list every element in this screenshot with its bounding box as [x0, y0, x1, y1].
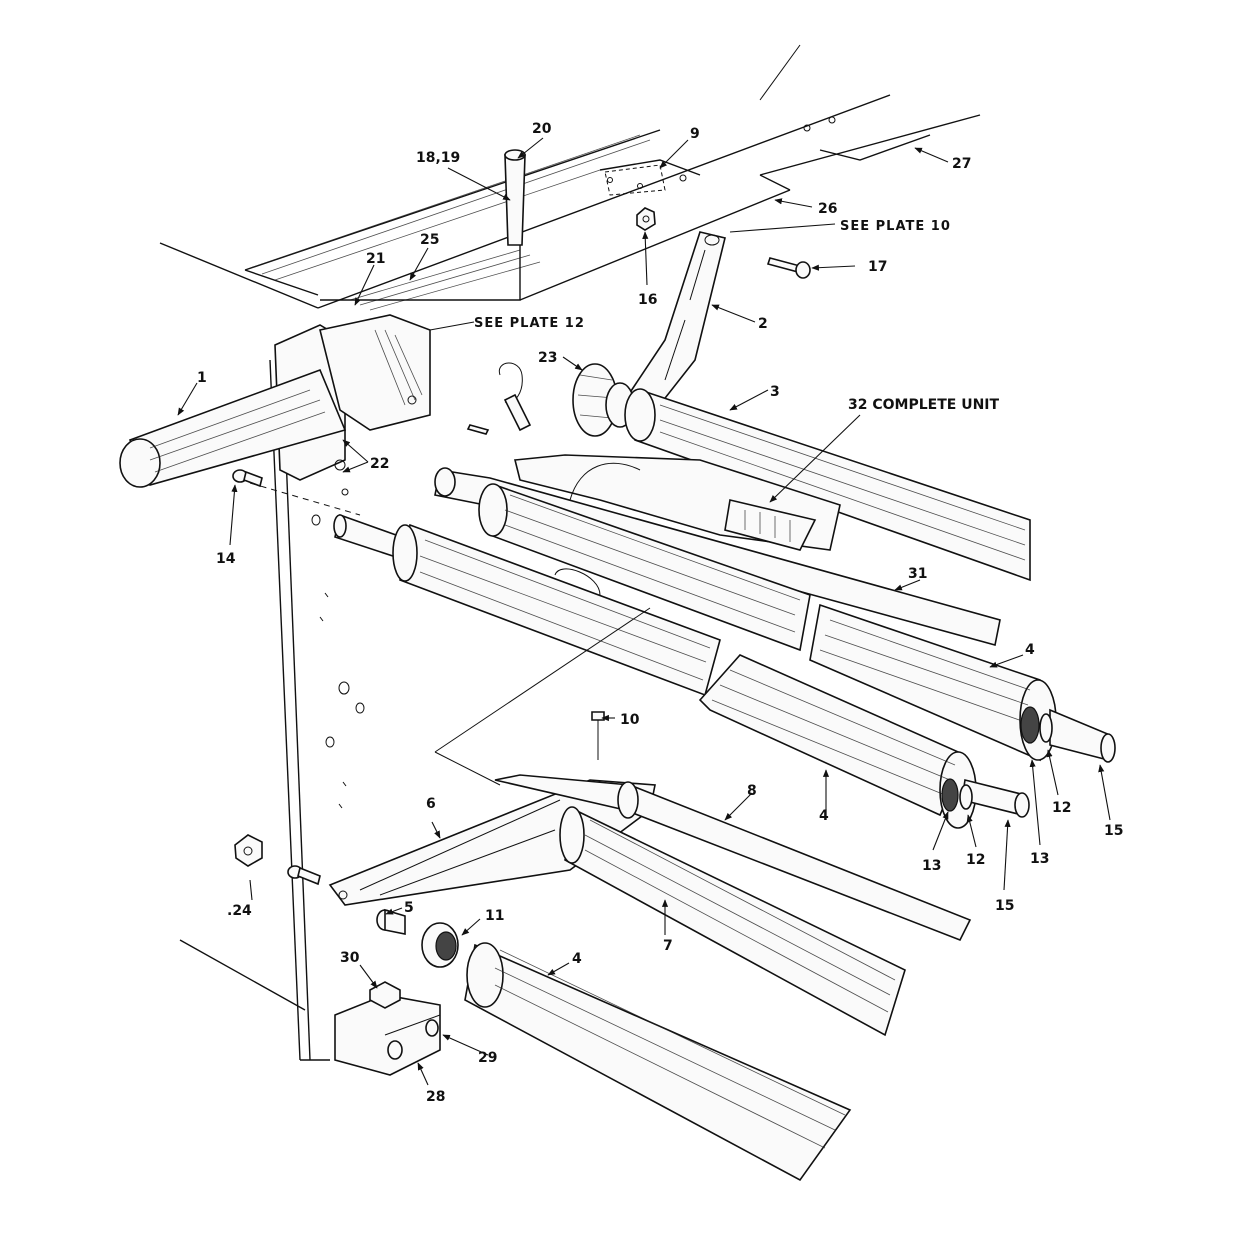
screw-part-17: [766, 257, 811, 279]
knob-part-23: [572, 363, 635, 437]
center-roller-upper: [478, 483, 811, 652]
callout-6: 6: [426, 796, 436, 812]
bushing-part-5: [376, 908, 406, 935]
callout-3: 3: [770, 384, 780, 400]
callout-4-bottom: 4: [572, 951, 582, 967]
callout-32: 32 COMPLETE UNIT: [848, 397, 999, 413]
callout-16: 16: [638, 292, 657, 308]
callout-1: 1: [197, 370, 207, 386]
callout-12-lower: 12: [966, 852, 985, 868]
callout-4-middle: 4: [819, 808, 829, 824]
callout-11: 11: [485, 908, 504, 924]
callout-9: 9: [690, 126, 700, 142]
construction-lines: [434, 44, 801, 786]
callout-17: 17: [868, 259, 887, 275]
callout-30: 30: [340, 950, 360, 966]
callout-21: 21: [366, 251, 385, 267]
callout-18-19: 18,19: [416, 150, 460, 166]
block-part-28: [334, 981, 441, 1076]
roller-part-7: [559, 806, 906, 1037]
callout-15-lower: 15: [995, 898, 1014, 914]
collar-parts-12-13-upper: [1020, 706, 1053, 744]
left-side-frame: [179, 359, 365, 1061]
retaining-clip: [466, 362, 532, 435]
callout-5: 5: [404, 900, 414, 916]
callout-23: 23: [538, 350, 557, 366]
callout-13-upper: 13: [1030, 851, 1049, 867]
callout-29: 29: [478, 1050, 497, 1066]
bearing-part-11: [421, 922, 459, 968]
callout-10: 10: [620, 712, 640, 728]
screw-by-arm-6: [287, 865, 321, 886]
screw-part-10: [591, 711, 605, 760]
shaft-part-1: [119, 368, 347, 488]
callout-14: 14: [216, 551, 236, 567]
roller-part-8: [494, 774, 972, 942]
collar-parts-12-13-lower: [941, 778, 973, 812]
callout-7: 7: [663, 938, 673, 954]
roller-part-3: [624, 388, 1031, 582]
roller-part-4-bottom: [464, 942, 852, 1182]
callout-27: 27: [952, 156, 971, 172]
callout-20: 20: [532, 121, 552, 137]
callout-13-lower: 13: [922, 858, 941, 874]
callout-4-upper: 4: [1025, 642, 1035, 658]
callout-12-upper: 12: [1052, 800, 1071, 816]
callout-2: 2: [758, 316, 768, 332]
callout-31: 31: [908, 566, 927, 582]
nut-part-16: [636, 207, 656, 231]
callout-15-upper: 15: [1104, 823, 1123, 839]
leader-lines: [177, 137, 1111, 1086]
top-frame-plate: [159, 94, 981, 311]
callout-8: 8: [747, 783, 757, 799]
callout-28: 28: [426, 1089, 445, 1105]
callout-22: 22: [370, 456, 389, 472]
callout-25: 25: [420, 232, 439, 248]
callout-labels: 1 2 3 4 4 4 5 6 7 8 9 10 11 12 12 13 13 …: [197, 121, 1123, 1105]
see-plate-12-note: SEE PLATE 12: [474, 316, 585, 331]
nut-part-24: [234, 834, 263, 867]
callout-24: .24: [227, 903, 252, 919]
callout-26: 26: [818, 201, 837, 217]
pin-part-20: [504, 149, 526, 246]
unit-part-32: [513, 454, 841, 551]
screw-part-14: [232, 469, 263, 488]
see-plate-10-note: SEE PLATE 10: [840, 219, 951, 234]
